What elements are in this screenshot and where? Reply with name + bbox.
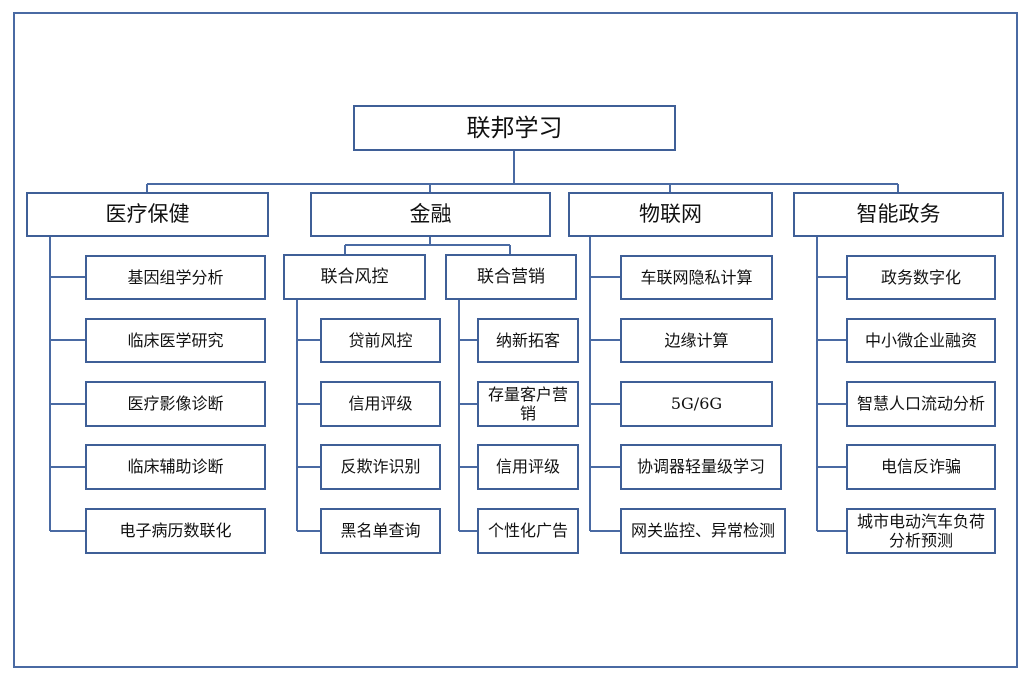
group-joint-risk-control: 联合风控 xyxy=(283,254,426,300)
leaf-node: 贷前风控 xyxy=(320,318,441,363)
leaf-node: 临床医学研究 xyxy=(85,318,266,363)
leaf-node: 反欺诈识别 xyxy=(320,444,441,490)
leaf-node: 城市电动汽车负荷分析预测 xyxy=(846,508,996,554)
category-finance: 金融 xyxy=(310,192,551,237)
leaf-node: 边缘计算 xyxy=(620,318,773,363)
leaf-node: 信用评级 xyxy=(320,381,441,427)
leaf-node: 医疗影像诊断 xyxy=(85,381,266,427)
diagram-frame xyxy=(13,12,1018,668)
leaf-node: 电信反诈骗 xyxy=(846,444,996,490)
leaf-node: 5G/6G xyxy=(620,381,773,427)
category-healthcare: 医疗保健 xyxy=(26,192,269,237)
leaf-node: 车联网隐私计算 xyxy=(620,255,773,300)
group-joint-marketing: 联合营销 xyxy=(445,254,577,300)
leaf-node: 政务数字化 xyxy=(846,255,996,300)
leaf-node: 信用评级 xyxy=(477,444,579,490)
category-iot: 物联网 xyxy=(568,192,773,237)
leaf-node: 中小微企业融资 xyxy=(846,318,996,363)
leaf-node: 网关监控、异常检测 xyxy=(620,508,786,554)
leaf-node: 存量客户营销 xyxy=(477,381,579,427)
category-gov: 智能政务 xyxy=(793,192,1004,237)
leaf-node: 基因组学分析 xyxy=(85,255,266,300)
leaf-node: 纳新拓客 xyxy=(477,318,579,363)
leaf-node: 电子病历数联化 xyxy=(85,508,266,554)
leaf-node: 黑名单查询 xyxy=(320,508,441,554)
leaf-node: 智慧人口流动分析 xyxy=(846,381,996,427)
leaf-node: 临床辅助诊断 xyxy=(85,444,266,490)
leaf-node: 协调器轻量级学习 xyxy=(620,444,782,490)
root-node: 联邦学习 xyxy=(353,105,676,151)
leaf-node: 个性化广告 xyxy=(477,508,579,554)
